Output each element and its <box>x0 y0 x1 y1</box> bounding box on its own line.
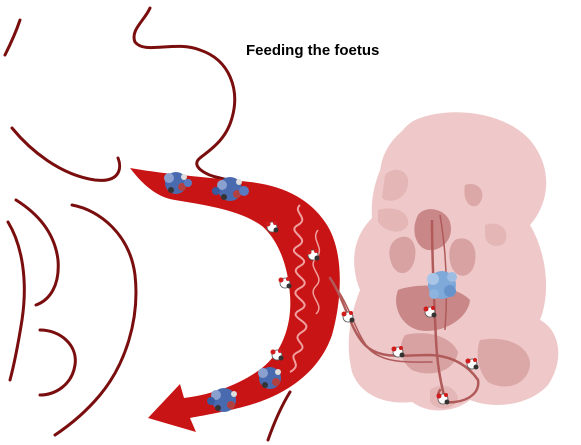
mother-leg-line <box>268 392 290 440</box>
mother-breast-lower <box>16 200 58 305</box>
foetus <box>349 112 559 410</box>
mother-navel-curve <box>40 330 75 395</box>
mother-outline <box>5 8 290 440</box>
foetus-lung-right <box>449 238 475 275</box>
mother-belly-curve <box>55 205 136 435</box>
diagram-title: Feeding the foetus <box>246 42 379 59</box>
mother-arm-left <box>8 222 24 380</box>
mother-breast-upper <box>12 128 120 180</box>
foetal-protein <box>427 271 457 299</box>
small-molecule-3 <box>279 277 292 289</box>
mother-head-curl <box>5 20 20 55</box>
small-molecule-5 <box>342 311 355 323</box>
